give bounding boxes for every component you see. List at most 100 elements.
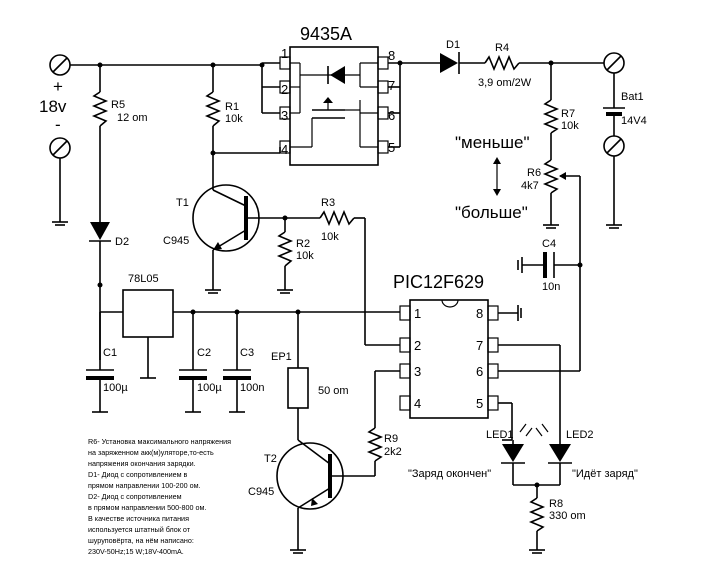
r2-value: 10k	[296, 250, 314, 262]
r3-ref: R3	[321, 197, 335, 209]
bat1-value: 14V4	[621, 115, 647, 127]
adjust-arrow-icon	[493, 157, 501, 196]
resistor-r9	[366, 427, 384, 462]
battery-minus-terminal	[603, 135, 625, 157]
bat1-ref: Bat1	[621, 91, 644, 103]
r6-value: 4k7	[521, 180, 539, 192]
regulator-78l05	[122, 289, 174, 338]
led2-caption: "Идёт заряд"	[572, 468, 638, 480]
note-line: R6- Установка максимального напряжения	[88, 437, 231, 446]
c4-ref: C4	[542, 238, 556, 250]
diode-d1	[440, 52, 460, 74]
note-line: D2- Диод с сопротивлением	[88, 492, 182, 501]
r1-ref: R1	[225, 101, 239, 113]
d1-ref: D1	[446, 39, 460, 51]
note-line: 230V-50Hz;15 W;18V-400mA.	[88, 547, 184, 556]
mosfet-pin-3: 3	[281, 108, 288, 123]
mcu-pin-5: 5	[476, 396, 483, 411]
r5-value: 12 om	[117, 112, 148, 124]
r6-ref: R6	[527, 167, 541, 179]
note-line: на заряженном акк(м)уляторе,то-есть	[88, 448, 214, 457]
mcu-pin-1: 1	[414, 306, 421, 321]
c3-ref: C3	[240, 347, 254, 359]
note-line: прямом направлении 100-200 ом.	[88, 481, 201, 490]
capacitor-c3	[223, 369, 251, 380]
r2-ref: R2	[296, 238, 310, 250]
note-line: напряжения окончания зарядки.	[88, 459, 196, 468]
mosfet-label: 9435A	[300, 24, 352, 44]
mosfet-pin-7: 7	[388, 78, 395, 93]
supply-plus-label: +	[53, 77, 63, 96]
notes-block: R6- Установка максимального напряжения н…	[88, 437, 231, 556]
supply-voltage-label: 18v	[39, 97, 67, 116]
r7-value: 10k	[561, 120, 579, 132]
mosfet-pin-8: 8	[388, 48, 395, 63]
mcu-pin-8: 8	[476, 306, 483, 321]
r1-value: 10k	[225, 113, 243, 125]
trim-less-label: "меньше"	[455, 133, 530, 152]
led1-ref: LED1	[486, 429, 514, 441]
resistor-r4	[484, 54, 520, 72]
c4-value: 10n	[542, 281, 560, 293]
trim-more-label: "больше"	[455, 203, 528, 222]
mcu-pin-6: 6	[476, 364, 483, 379]
supply-minus-label: -	[55, 115, 61, 134]
supply-minus-terminal	[49, 137, 71, 159]
capacitor-c4	[543, 252, 555, 278]
c1-value: 100µ	[103, 382, 128, 394]
battery-bat1	[603, 107, 625, 116]
r5-ref: R5	[111, 99, 125, 111]
mcu-label: PIC12F629	[393, 272, 484, 292]
c1-ref: C1	[103, 347, 117, 359]
mosfet-pin-1: 1	[281, 46, 288, 61]
capacitor-c2	[179, 369, 207, 380]
d2-ref: D2	[115, 236, 129, 248]
mosfet-pin-6: 6	[388, 108, 395, 123]
mcu-pin-3: 3	[414, 364, 421, 379]
mosfet-internal	[290, 62, 378, 148]
r4-value: 3,9 om/2W	[478, 77, 532, 89]
r9-value: 2k2	[384, 446, 402, 458]
resistor-r5	[91, 91, 109, 127]
t2-ref: T2	[264, 453, 277, 465]
regulator-label: 78L05	[128, 273, 159, 285]
note-line: шуруповёрта, на нём написано:	[88, 536, 194, 545]
resistor-r3	[319, 209, 355, 227]
led1-caption: "Заряд окончен"	[408, 468, 491, 480]
resistor-r8	[528, 497, 546, 532]
ep1-value: 50 om	[318, 385, 349, 397]
battery-plus-terminal	[603, 52, 625, 74]
potentiometer-r6	[542, 159, 560, 194]
r8-ref: R8	[549, 498, 563, 510]
c2-value: 100µ	[197, 382, 222, 394]
buzzer-ep1	[287, 367, 309, 409]
mcu-pin-7: 7	[476, 338, 483, 353]
mosfet-9435a	[289, 46, 379, 166]
ground-symbol	[52, 221, 68, 226]
r7-ref: R7	[561, 108, 575, 120]
r9-ref: R9	[384, 433, 398, 445]
transistor-t2	[276, 439, 344, 510]
ep1-ref: EP1	[271, 351, 292, 363]
c3-value: 100n	[240, 382, 264, 394]
r8-value: 330 om	[549, 510, 586, 522]
t1-type: C945	[163, 235, 189, 247]
note-line: D1- Диод с сопротивлением в	[88, 470, 188, 479]
capacitor-c1	[86, 369, 114, 380]
note-line: в прямом направлении 500-800 ом.	[88, 503, 206, 512]
c2-ref: C2	[197, 347, 211, 359]
note-line: В качестве источника питания	[88, 514, 189, 523]
mosfet-pin-2: 2	[281, 82, 288, 97]
mosfet-pin-4: 4	[281, 142, 288, 157]
resistor-r1	[204, 91, 222, 127]
resistor-r2	[276, 231, 294, 267]
t1-ref: T1	[176, 197, 189, 209]
mcu-pin-2: 2	[414, 338, 421, 353]
resistor-r7	[542, 99, 560, 134]
mcu-pin-4: 4	[414, 396, 421, 411]
r4-ref: R4	[495, 42, 509, 54]
diode-d2	[89, 222, 111, 242]
mcu-pic12f629	[409, 299, 489, 419]
